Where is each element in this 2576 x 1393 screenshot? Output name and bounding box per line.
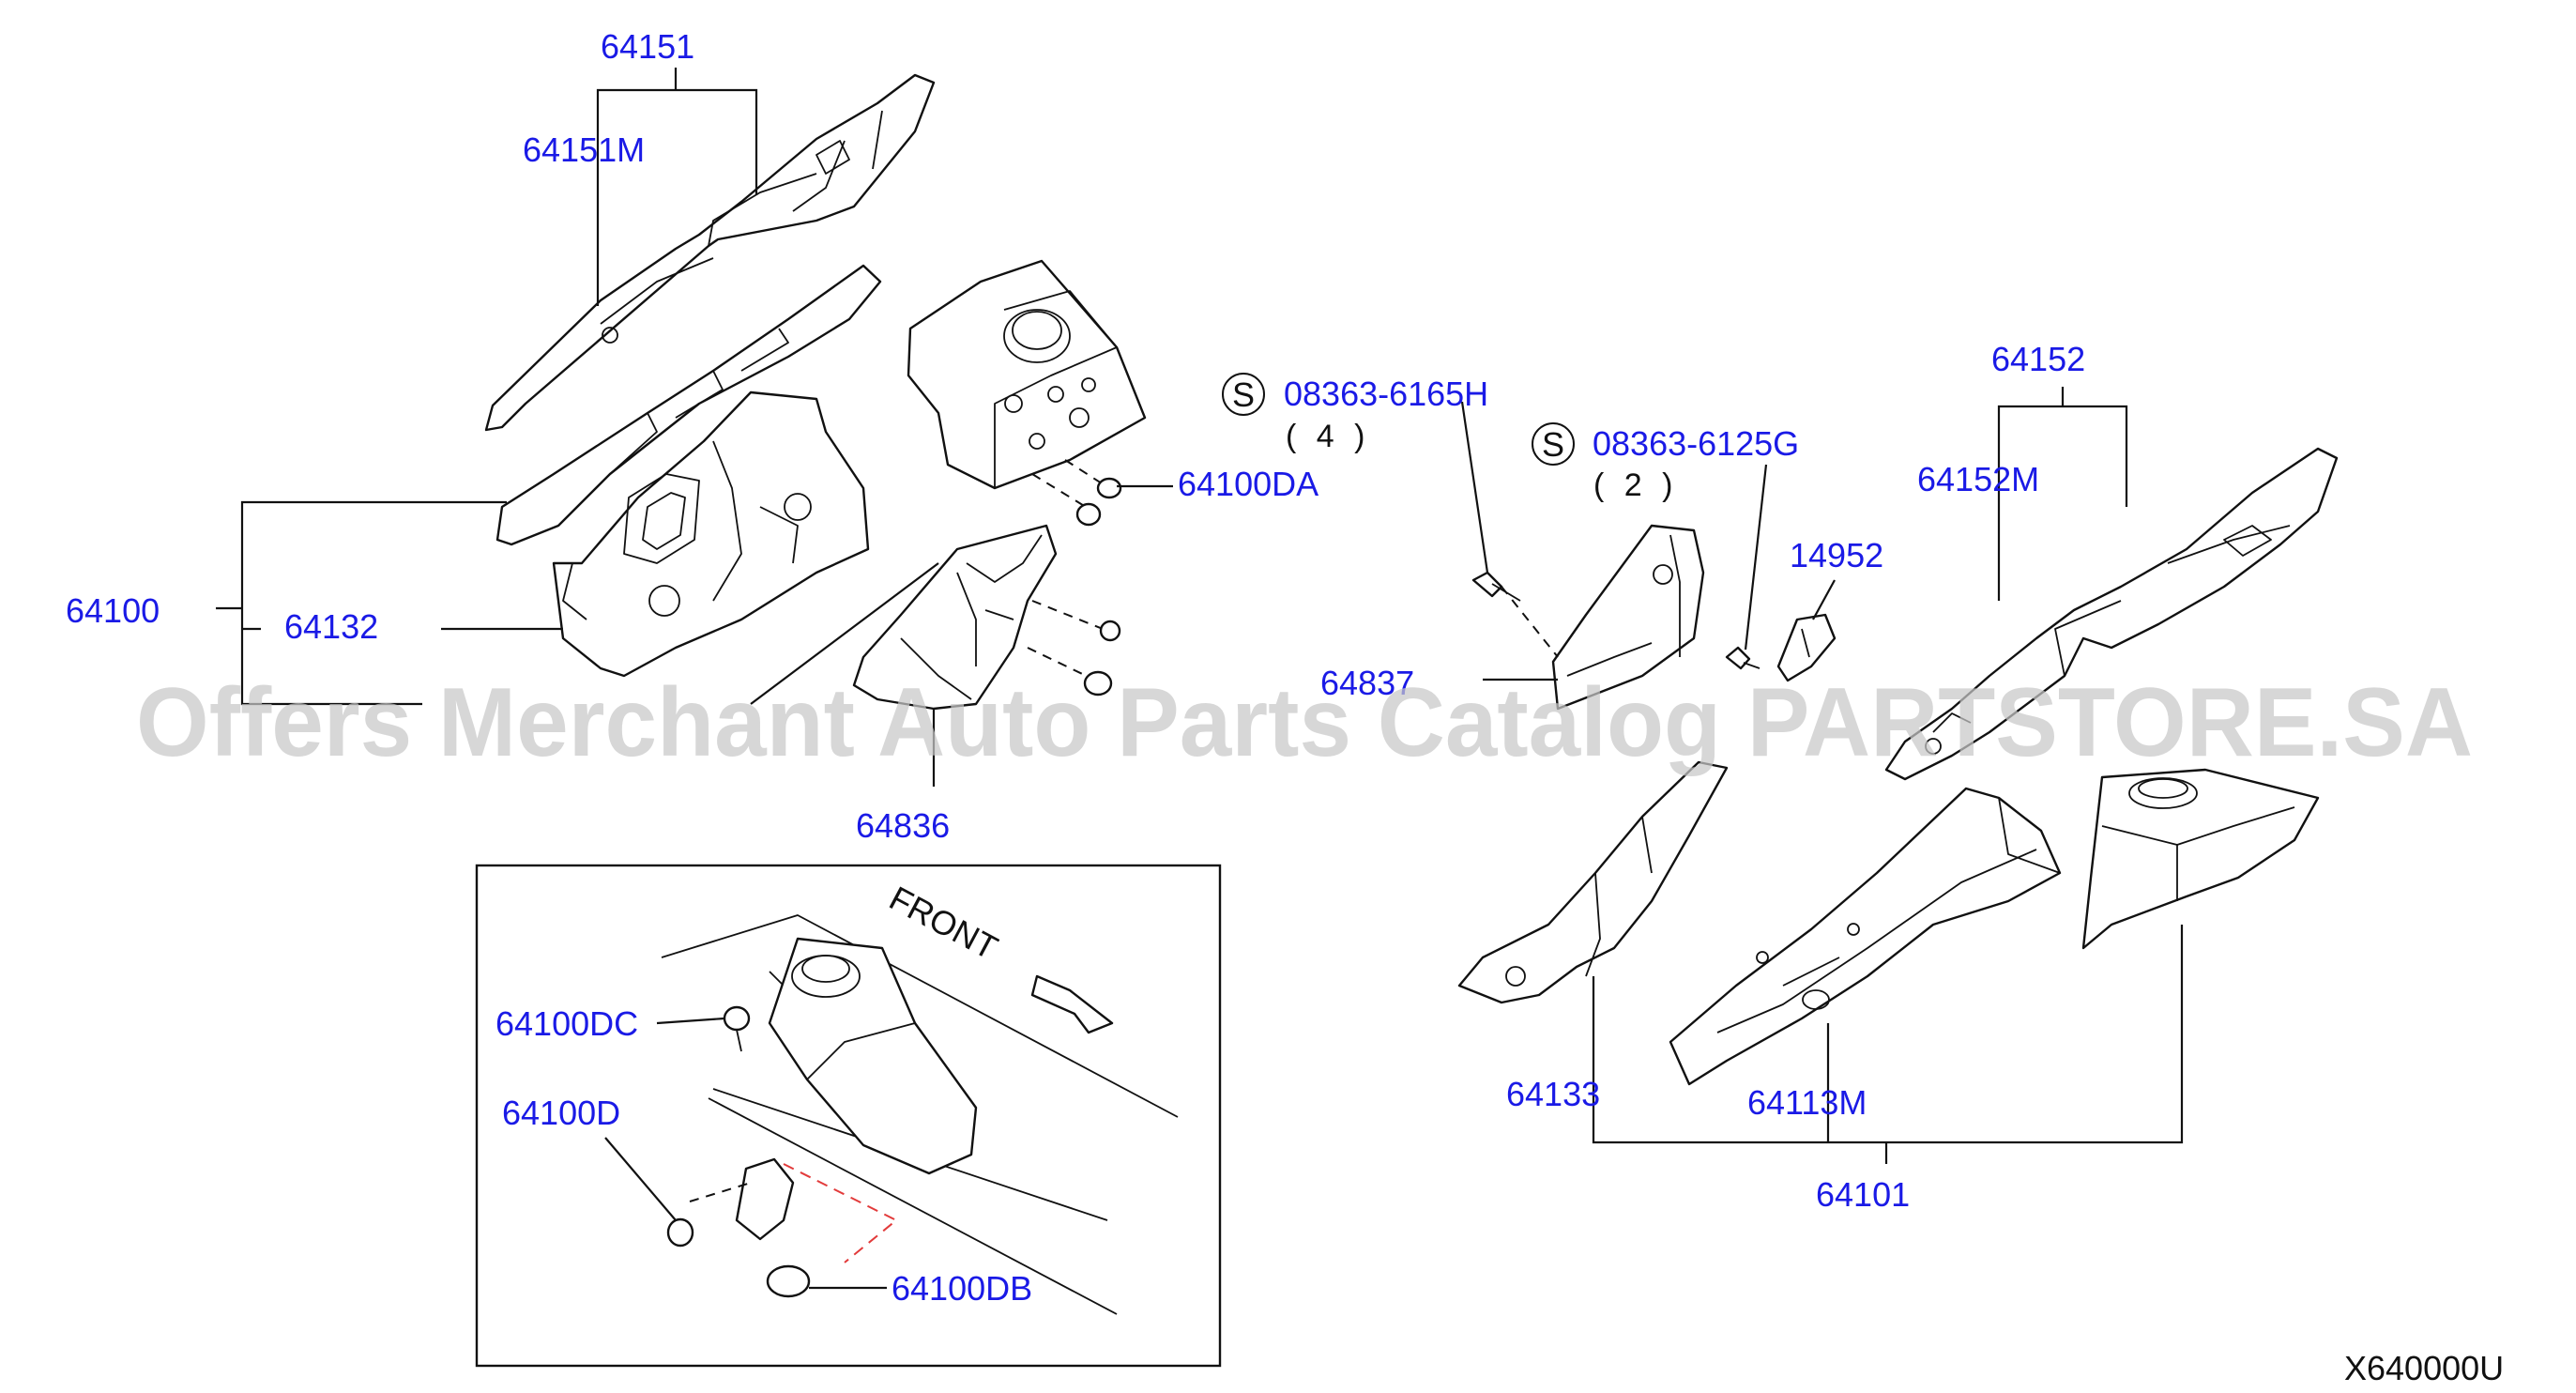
label-64100DA: 64100DA	[1178, 465, 1318, 503]
label-64113M: 64113M	[1747, 1083, 1867, 1122]
label-64151: 64151	[601, 27, 694, 66]
label-64132: 64132	[284, 607, 378, 646]
label-64100DB: 64100DB	[892, 1269, 1032, 1308]
part-64837-gusset	[1551, 524, 1705, 711]
inset-detail-box	[475, 864, 1222, 1368]
screw-quantity: ( 4 )	[1286, 419, 1370, 454]
screw-08363-6125G	[1725, 646, 1761, 670]
part-14952-bracket	[1776, 613, 1837, 682]
label-64100D: 64100D	[502, 1094, 620, 1132]
part-64151-upper-rail	[484, 73, 936, 432]
label-64836: 64836	[856, 806, 950, 845]
clip-64100DA	[1075, 477, 1122, 527]
part-64152-upper-rail	[1884, 447, 2339, 781]
bolt-64836	[1083, 620, 1121, 696]
part-labels: 64151 64151M 64100 64132 64100DA 64836 6…	[66, 27, 2085, 1308]
label-64837: 64837	[1320, 664, 1414, 702]
label-64152M: 64152M	[1917, 460, 2039, 498]
label-64133: 64133	[1506, 1075, 1600, 1113]
part-64101-housing	[2081, 768, 2320, 950]
screw-symbol: S	[1542, 425, 1564, 464]
screw-callout-1: S 08363-6165H ( 4 )	[1222, 373, 1488, 454]
watermark-text: Offers Merchant Auto Parts Catalog PARTS…	[136, 668, 2473, 777]
part-64132-apron	[552, 390, 870, 678]
label-14952: 14952	[1790, 536, 1883, 574]
screw-part-number: 08363-6125G	[1593, 424, 1799, 463]
screw-callout-2: S 08363-6125G ( 2 )	[1532, 422, 1799, 503]
screw-quantity: ( 2 )	[1593, 467, 1678, 503]
label-64152: 64152	[1991, 340, 2085, 378]
label-64101: 64101	[1816, 1175, 1910, 1214]
screw-symbol: S	[1232, 375, 1255, 414]
screw-part-number: 08363-6165H	[1284, 375, 1488, 413]
label-64100: 64100	[66, 591, 160, 630]
label-64100DC: 64100DC	[495, 1004, 638, 1043]
diagram-code: X640000U	[2344, 1349, 2504, 1387]
part-64836-bracket	[852, 524, 1058, 711]
label-64151M: 64151M	[523, 130, 645, 169]
part-64151M-member	[495, 264, 882, 546]
leader-lines	[216, 68, 2184, 1290]
part-64100-housing	[907, 259, 1147, 490]
part-64113M-member	[1669, 787, 2062, 1086]
part-64133-rail	[1457, 760, 1729, 1004]
screw-08363-6165H	[1471, 571, 1521, 602]
